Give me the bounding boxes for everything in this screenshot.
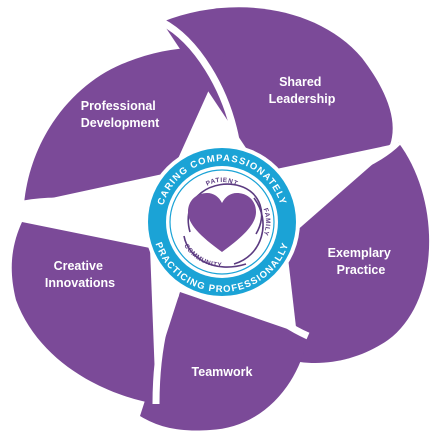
label-professional-development: Professional Development: [81, 99, 160, 130]
center-emblem: CARING COMPASSIONATELY PRACTICING PROFES…: [144, 144, 300, 300]
label-exemplary-line-1: Exemplary: [328, 246, 391, 260]
label-creative-innovations: Creative Innovations: [45, 259, 115, 290]
petal-creative-innovations[interactable]: [11, 222, 157, 404]
label-exemplary-line-2: Practice: [337, 263, 386, 277]
label-teamwork-line-1: Teamwork: [192, 365, 253, 379]
label-teamwork: Teamwork: [192, 365, 253, 379]
label-creative-line-2: Innovations: [45, 276, 115, 290]
emblem-inner-rim: [169, 169, 275, 275]
petal-professional-development[interactable]: [24, 48, 226, 204]
label-shared-leadership: Shared Leadership: [269, 75, 336, 106]
label-professional-line-1: Professional: [81, 99, 156, 113]
label-exemplary-practice: Exemplary Practice: [328, 246, 395, 277]
label-creative-line-1: Creative: [54, 259, 103, 273]
petal-exemplary-practice[interactable]: [286, 142, 430, 364]
label-professional-line-2: Development: [81, 116, 160, 130]
inner-text-patient: PATIENT: [205, 177, 239, 188]
petal-shared-leadership[interactable]: [162, 7, 393, 172]
heart-icon: [188, 193, 256, 252]
petal-teamwork[interactable]: [140, 292, 308, 431]
label-shared-line-2: Leadership: [269, 92, 336, 106]
inner-text-family: FAMILY: [262, 207, 272, 237]
label-shared-line-1: Shared: [279, 75, 321, 89]
